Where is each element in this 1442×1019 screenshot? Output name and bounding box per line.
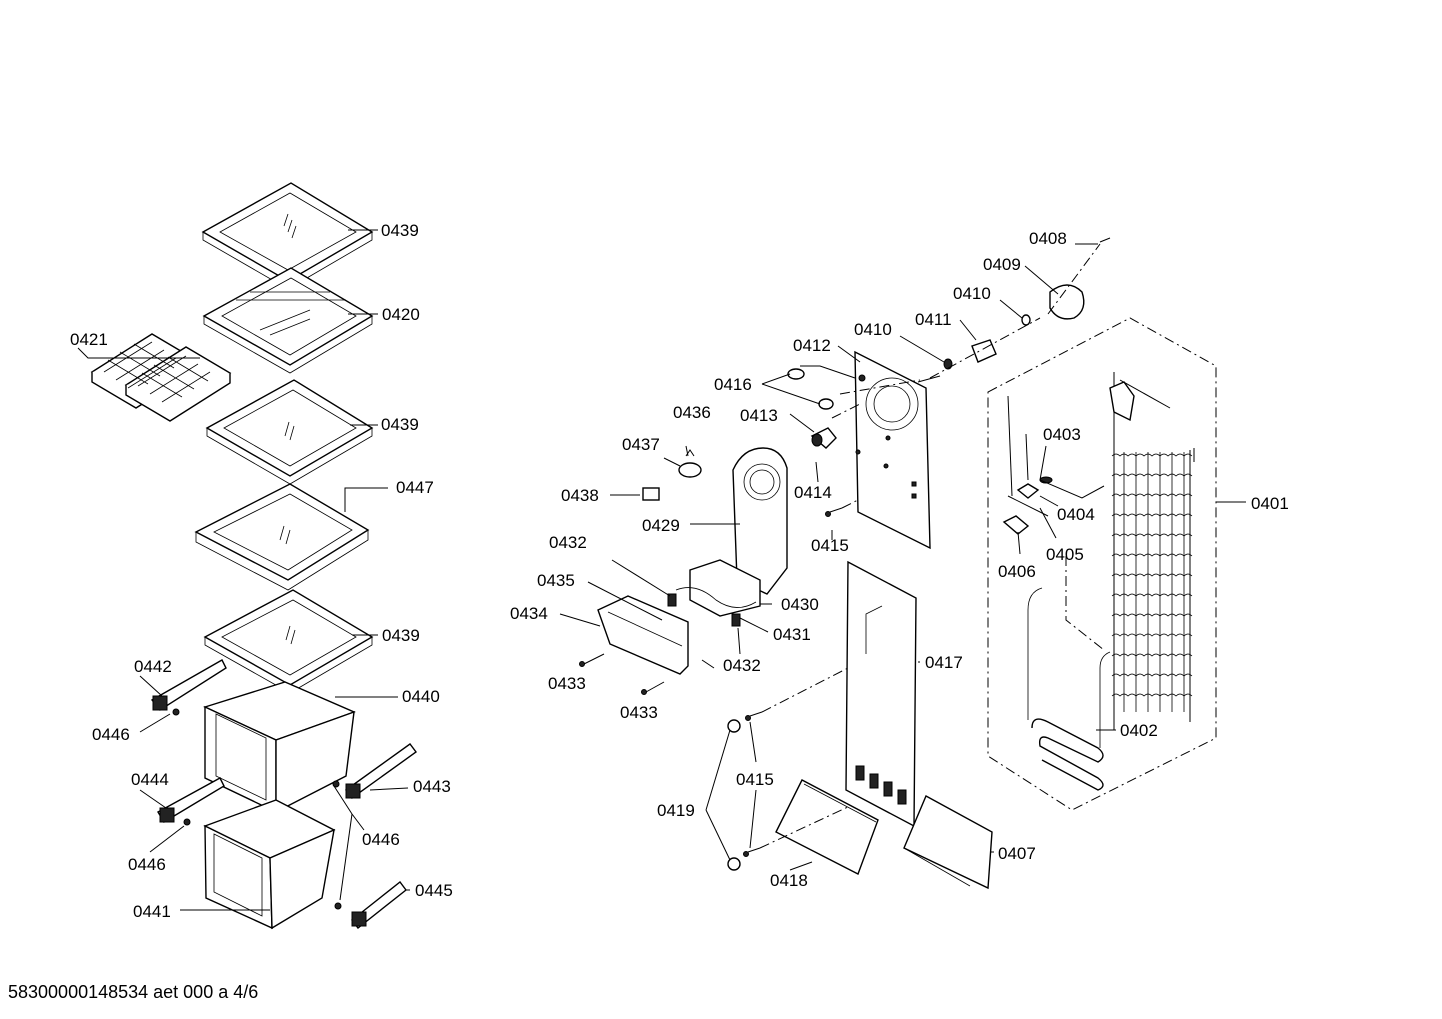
shelf-0420[interactable] <box>202 267 374 374</box>
label-0417: 0417 <box>925 653 963 672</box>
label-0440: 0440 <box>402 687 440 706</box>
screws-0446[interactable] <box>172 708 342 910</box>
label-0439-top: 0439 <box>381 221 419 240</box>
label-0439-middle: 0439 <box>381 415 419 434</box>
label-0410-b: 0410 <box>854 320 892 339</box>
label-0447: 0447 <box>396 478 434 497</box>
leader-lines-middle <box>559 243 1101 871</box>
label-0408: 0408 <box>1029 229 1067 248</box>
label-0420: 0420 <box>382 305 420 324</box>
screws-0415[interactable] <box>743 507 843 857</box>
label-0405: 0405 <box>1046 545 1084 564</box>
label-0429: 0429 <box>642 516 680 535</box>
label-0435: 0435 <box>537 571 575 590</box>
drawer-0441[interactable] <box>203 799 336 930</box>
rear-panel-0417[interactable] <box>845 560 917 828</box>
label-0442: 0442 <box>134 657 172 676</box>
screws-0433[interactable] <box>579 653 665 695</box>
label-0446-c: 0446 <box>128 855 166 874</box>
label-0410-a: 0410 <box>953 284 991 303</box>
rail-0442[interactable] <box>150 659 227 711</box>
shelf-0439-middle[interactable] <box>205 379 374 485</box>
cover-0434[interactable] <box>597 595 689 675</box>
label-0441: 0441 <box>133 902 171 921</box>
label-0413: 0413 <box>740 406 778 425</box>
label-0404: 0404 <box>1057 505 1095 524</box>
label-0437: 0437 <box>622 435 660 454</box>
rail-0444[interactable] <box>157 777 225 823</box>
drawer-0440[interactable] <box>203 681 356 814</box>
leader-lines-right <box>1017 445 1246 731</box>
label-0401: 0401 <box>1251 494 1289 513</box>
label-0411: 0411 <box>915 310 952 329</box>
label-0430: 0430 <box>781 595 819 614</box>
label-0439-bottom: 0439 <box>382 626 420 645</box>
rail-0443[interactable] <box>345 743 417 799</box>
label-0431: 0431 <box>773 625 811 644</box>
label-0432-b: 0432 <box>723 656 761 675</box>
heater-0402[interactable] <box>1027 587 1111 791</box>
plugs-0419[interactable] <box>727 719 741 871</box>
small-parts-0436-0438[interactable] <box>642 449 702 501</box>
label-0421: 0421 <box>70 330 108 349</box>
shelf-0439-top[interactable] <box>201 182 374 290</box>
leader-lines-left <box>77 229 410 911</box>
label-0444: 0444 <box>131 770 169 789</box>
document-footer: 58300000148534 aet 000 a 4/6 <box>8 982 258 1002</box>
label-0415-a: 0415 <box>811 536 849 555</box>
label-0432-a: 0432 <box>549 533 587 552</box>
label-0415-b: 0415 <box>736 770 774 789</box>
label-0446-b: 0446 <box>362 830 400 849</box>
label-0414: 0414 <box>794 483 832 502</box>
label-0446-a: 0446 <box>92 725 130 744</box>
fan-plate-0412[interactable] <box>854 350 931 550</box>
shelf-0439-bottom[interactable] <box>203 589 374 694</box>
label-0433-b: 0433 <box>620 703 658 722</box>
label-0402: 0402 <box>1120 721 1158 740</box>
label-0406: 0406 <box>998 562 1036 581</box>
label-0419: 0419 <box>657 801 695 820</box>
shelf-0447[interactable] <box>194 483 370 591</box>
sensors-0403-0406[interactable] <box>1002 395 1053 535</box>
label-0436: 0436 <box>673 403 711 422</box>
drip-tray-0407[interactable] <box>903 795 993 890</box>
label-0418: 0418 <box>770 871 808 890</box>
fan-cover-0429[interactable] <box>732 447 788 595</box>
label-0445: 0445 <box>415 881 453 900</box>
label-0434: 0434 <box>510 604 548 623</box>
condenser-0401[interactable] <box>1109 372 1195 730</box>
wire-bracket-0430[interactable] <box>667 559 761 627</box>
rail-0445[interactable] <box>351 881 407 929</box>
label-0407: 0407 <box>998 844 1036 863</box>
label-0416: 0416 <box>714 375 752 394</box>
ice-tray-0421[interactable] <box>90 333 232 422</box>
label-0403: 0403 <box>1043 425 1081 444</box>
fan-motor-parts[interactable] <box>787 237 1111 449</box>
label-0409: 0409 <box>983 255 1021 274</box>
label-0412: 0412 <box>793 336 831 355</box>
label-0433-a: 0433 <box>548 674 586 693</box>
drain-channel-0418[interactable] <box>775 779 879 875</box>
label-0438: 0438 <box>561 486 599 505</box>
label-0443: 0443 <box>413 777 451 796</box>
condenser-box-dashed <box>987 317 1217 811</box>
